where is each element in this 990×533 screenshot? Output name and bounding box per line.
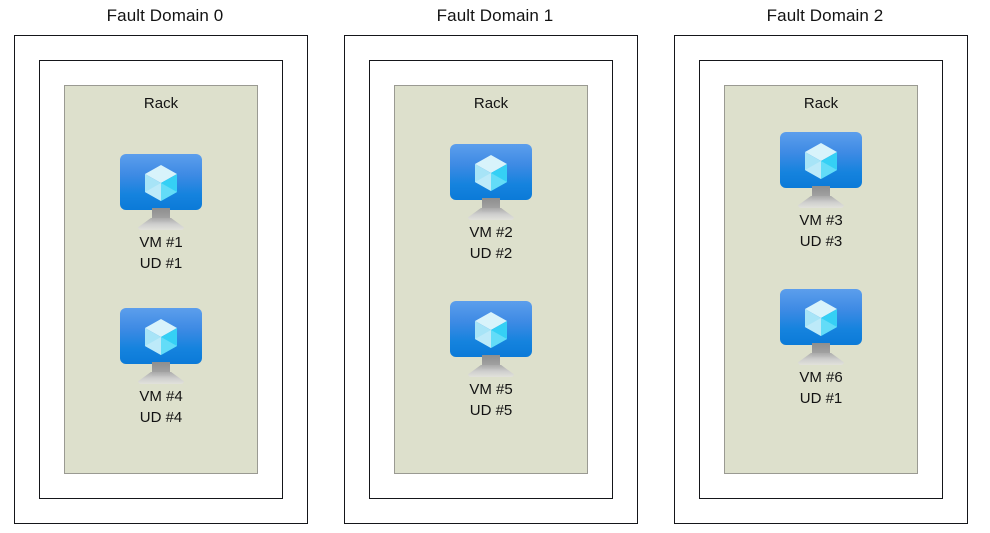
ud-label: UD #3	[799, 233, 843, 250]
monitor-stand-base	[798, 353, 844, 365]
vm-label: VM #4	[139, 388, 183, 405]
fault-domain-0: Fault Domain 0 Rack	[0, 0, 330, 533]
monitor-stand-base	[468, 365, 514, 377]
rack-label: Rack	[143, 95, 179, 112]
fault-domain-2-rack: Rack	[724, 85, 918, 474]
monitor-stand-base	[138, 218, 184, 230]
azure-vm-icon	[780, 132, 862, 208]
ud-label: UD #1	[799, 390, 843, 407]
monitor-stand-base	[468, 208, 514, 220]
vm-label: VM #3	[799, 212, 843, 229]
vm-label: VM #2	[469, 224, 513, 241]
fault-domain-2-outer-box: Rack	[674, 35, 968, 524]
vm-label: VM #6	[799, 369, 843, 386]
fault-domain-0-middle-box: Rack	[39, 60, 283, 499]
vm-label: VM #5	[469, 381, 513, 398]
ud-label: UD #5	[469, 402, 513, 419]
vm-node-2[interactable]: VM #2 UD #2	[395, 144, 587, 264]
fault-domain-1-outer-box: Rack	[344, 35, 638, 524]
cube-icon	[473, 311, 509, 349]
fault-domain-1-rack: Rack	[394, 85, 588, 474]
vm-node-3[interactable]: VM #3 UD #3	[725, 132, 917, 252]
ud-label: UD #2	[469, 245, 513, 262]
vm-node-5[interactable]: VM #5 UD #5	[395, 301, 587, 421]
fault-domain-1: Fault Domain 1 Rack	[330, 0, 660, 533]
azure-vm-icon	[450, 301, 532, 377]
rack-label: Rack	[803, 95, 839, 112]
fault-domain-1-middle-box: Rack	[369, 60, 613, 499]
cube-icon	[473, 154, 509, 192]
ud-label: UD #1	[139, 255, 183, 272]
vm-node-1[interactable]: VM #1 UD #1	[65, 154, 257, 274]
cube-icon	[803, 142, 839, 180]
cube-icon	[803, 299, 839, 337]
vm-node-4[interactable]: VM #4 UD #4	[65, 308, 257, 428]
fault-domain-1-title: Fault Domain 1	[436, 6, 554, 25]
fault-domain-0-title: Fault Domain 0	[106, 6, 224, 25]
cube-icon	[143, 164, 179, 202]
fault-domain-0-outer-box: Rack	[14, 35, 308, 524]
fault-domain-2: Fault Domain 2 Rack	[660, 0, 990, 533]
fault-domain-2-title: Fault Domain 2	[766, 6, 884, 25]
azure-vm-icon	[450, 144, 532, 220]
azure-vm-icon	[120, 308, 202, 384]
azure-vm-icon	[120, 154, 202, 230]
monitor-stand-base	[138, 372, 184, 384]
azure-vm-icon	[780, 289, 862, 365]
vm-node-6[interactable]: VM #6 UD #1	[725, 289, 917, 409]
vm-label: VM #1	[139, 234, 183, 251]
fault-domain-2-middle-box: Rack	[699, 60, 943, 499]
ud-label: UD #4	[139, 409, 183, 426]
cube-icon	[143, 318, 179, 356]
monitor-stand-base	[798, 196, 844, 208]
rack-label: Rack	[473, 95, 509, 112]
fault-domain-0-rack: Rack	[64, 85, 258, 474]
